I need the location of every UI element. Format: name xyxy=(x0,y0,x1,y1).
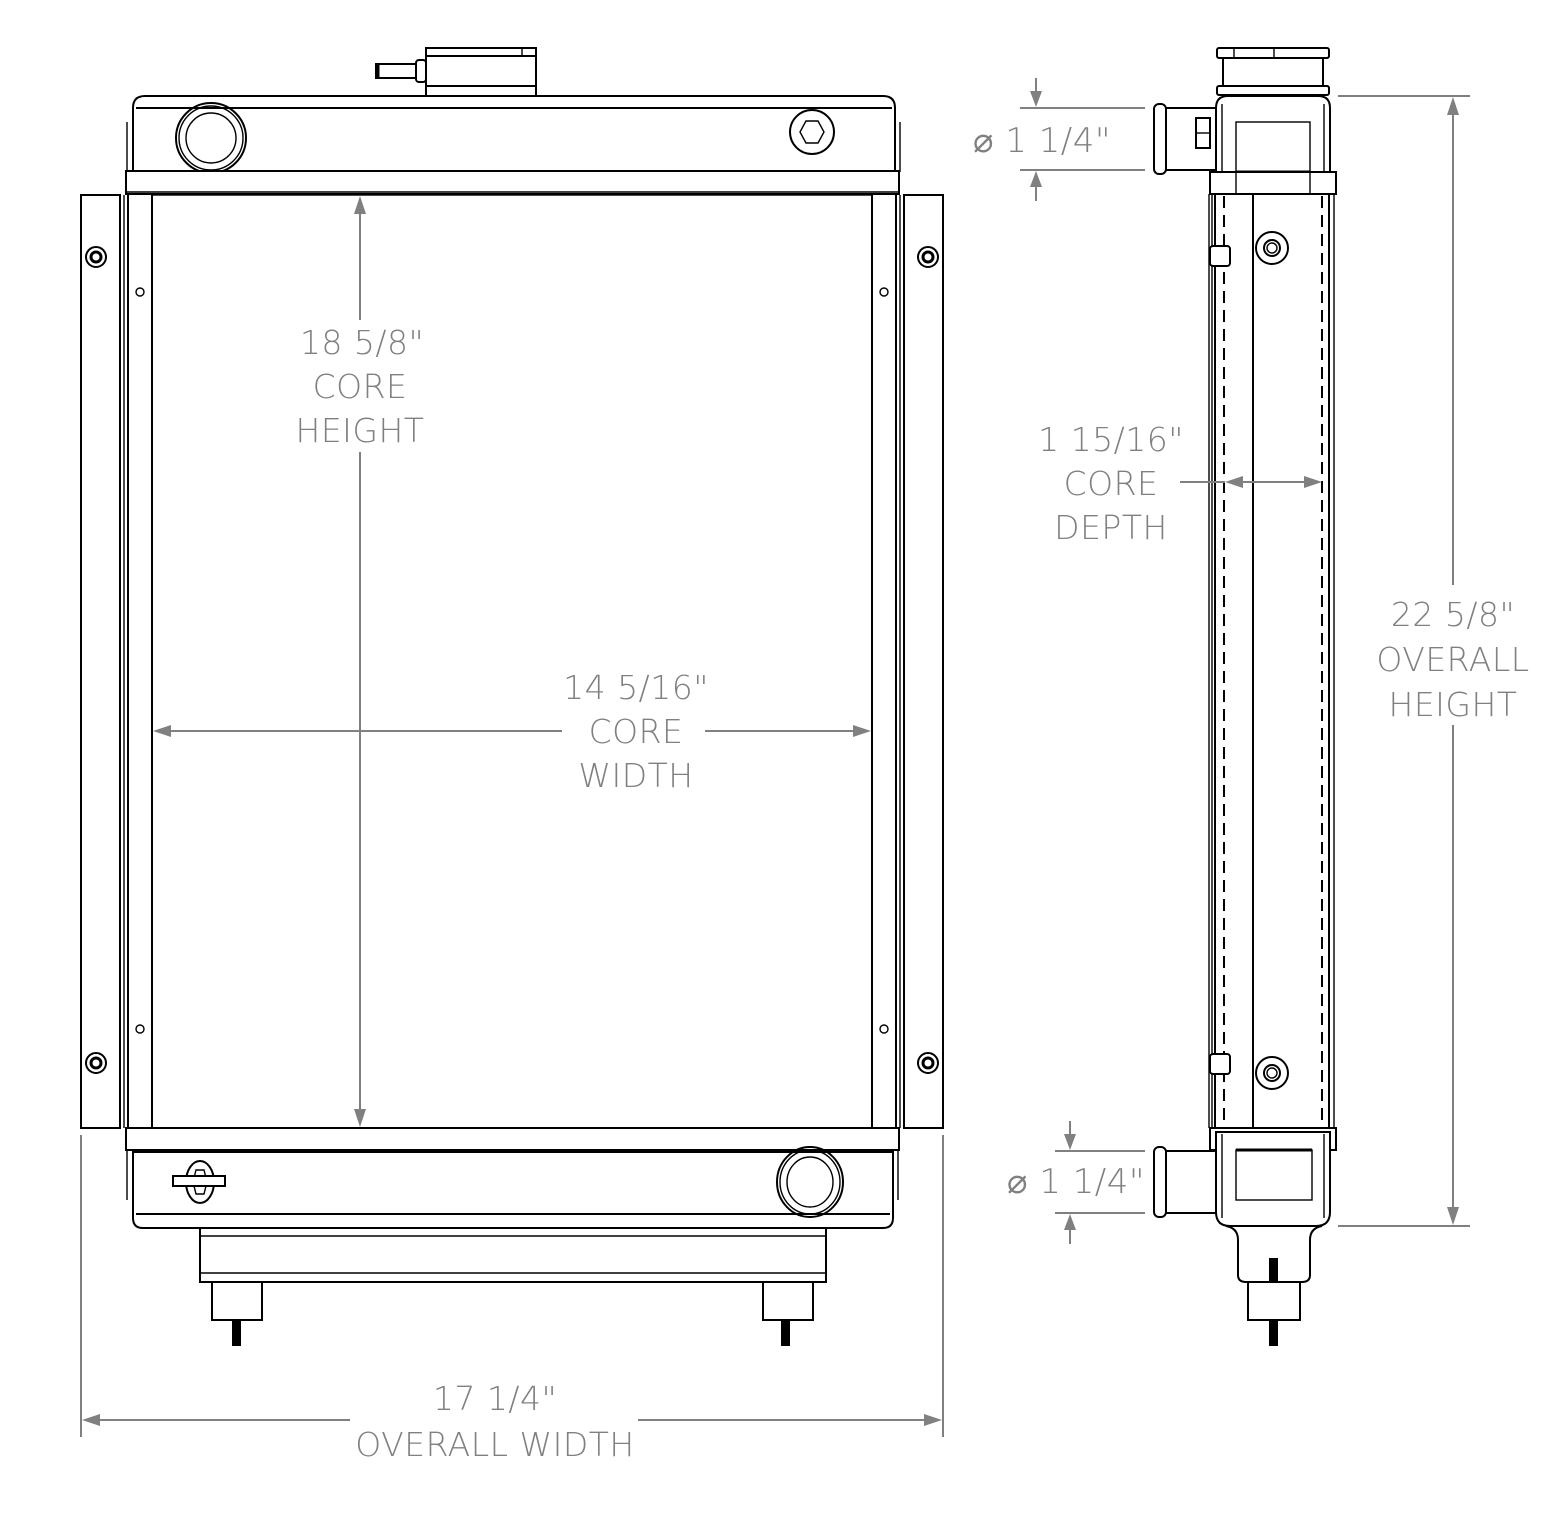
core-width-label: CORE xyxy=(589,712,684,751)
top-tank xyxy=(126,95,901,174)
side-top-tank xyxy=(1153,95,1337,195)
overall-height-dimension: 22 5/8" OVERALL HEIGHT xyxy=(1338,95,1529,1227)
overall-height-label2: HEIGHT xyxy=(1389,685,1518,724)
overall-width-dimension: 17 1/4" OVERALL WIDTH xyxy=(80,1135,944,1464)
core-width-label2: WIDTH xyxy=(578,756,693,795)
mounting-rail xyxy=(199,1227,827,1346)
overall-width-label: OVERALL WIDTH xyxy=(355,1425,635,1464)
side-bottom-tank xyxy=(1153,1127,1337,1346)
core-width-value: 14 5/16" xyxy=(563,668,709,707)
core-depth-value: 1 15/16" xyxy=(1038,420,1184,459)
core-depth-label: CORE xyxy=(1064,464,1159,503)
inlet-diameter-value: ⌀ 1 1/4" xyxy=(973,121,1111,161)
outlet-diameter-value: ⌀ 1 1/4" xyxy=(1007,1162,1145,1202)
overall-height-label: OVERALL xyxy=(1376,640,1529,679)
core-depth-label2: DEPTH xyxy=(1054,508,1168,547)
overall-height-value: 22 5/8" xyxy=(1391,595,1515,634)
right-bracket xyxy=(903,194,944,1129)
core-height-dimension: 18 5/8" CORE HEIGHT xyxy=(296,196,425,1127)
bottom-header xyxy=(125,1127,900,1151)
outlet-diameter-dimension: ⌀ 1 1/4" xyxy=(1007,1121,1145,1244)
core-height-label2: HEIGHT xyxy=(296,411,425,450)
core-height-label: CORE xyxy=(313,367,408,406)
core-depth-dimension: 1 15/16" CORE DEPTH xyxy=(1038,420,1322,547)
left-bracket xyxy=(80,194,121,1129)
filler-cap xyxy=(375,47,537,97)
side-filler-cap xyxy=(1216,47,1330,96)
core-height-value: 18 5/8" xyxy=(300,323,424,362)
core xyxy=(151,194,873,1129)
bottom-tank xyxy=(126,1146,899,1229)
core-width-dimension: 14 5/16" CORE WIDTH xyxy=(153,668,871,795)
front-view: 18 5/8" CORE HEIGHT 14 5/16" CORE WIDTH … xyxy=(80,47,944,1464)
side-view: ⌀ 1 1/4" ⌀ 1 1/4" 1 15/16" CORE DEPTH xyxy=(973,47,1529,1346)
overall-width-value: 17 1/4" xyxy=(433,1379,557,1418)
top-header xyxy=(125,170,900,195)
side-channels xyxy=(119,195,905,1128)
inlet-diameter-dimension: ⌀ 1 1/4" xyxy=(973,78,1145,201)
side-core xyxy=(1208,194,1335,1128)
